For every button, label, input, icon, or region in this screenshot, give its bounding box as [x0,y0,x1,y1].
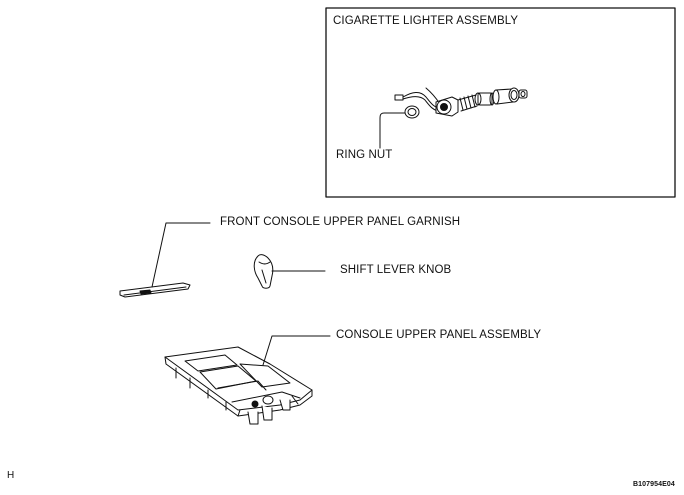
garnish-leader-line [151,222,211,288]
ring-nut-label: RING NUT [336,149,393,161]
panel-leader-line [262,335,331,366]
garnish-label: FRONT CONSOLE UPPER PANEL GARNISH [220,216,461,228]
lighter-plug [474,92,495,106]
lighter-socket [435,96,459,117]
upper-panel-label: CONSOLE UPPER PANEL ASSEMBLY [336,329,542,341]
ring-nut-leader-line [379,112,406,149]
shift-knob-label: SHIFT LEVER KNOB [340,264,452,276]
cigarette-lighter-parts [394,87,528,119]
corner-letter: H [7,470,15,481]
lighter-spring [457,94,478,112]
figure-code: B107954E04 [633,481,675,488]
inset-frame [325,7,676,198]
inset-title: CIGARETTE LIGHTER ASSEMBLY [333,15,519,27]
lighter-wire-harness [394,87,441,112]
front-console-garnish [119,282,191,298]
shift-lever-knob [253,254,274,289]
console-upper-panel [164,346,313,425]
lighter-knob [492,87,528,105]
ring-nut [404,105,420,119]
